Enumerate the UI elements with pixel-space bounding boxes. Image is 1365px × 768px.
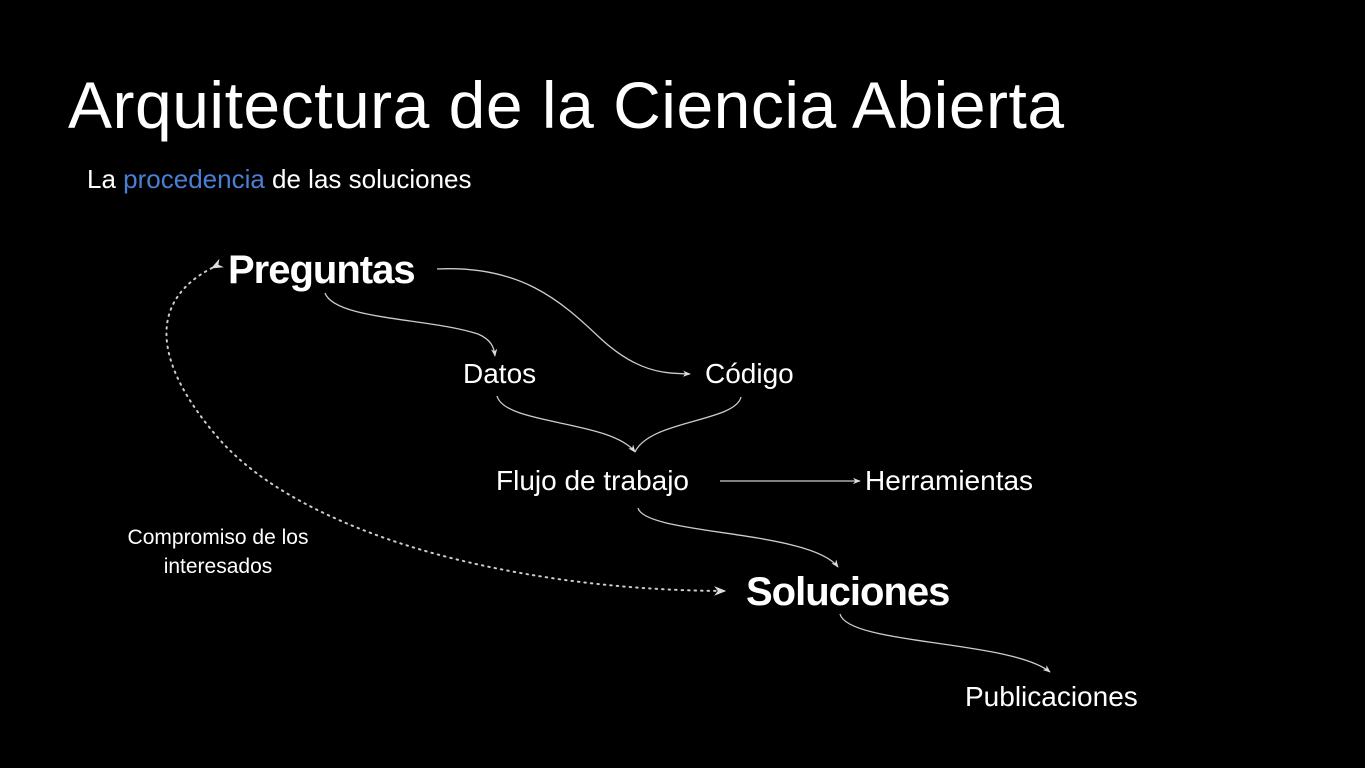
arrow-flujo-soluciones (637, 507, 839, 568)
feedback-label-line2: interesados (163, 555, 273, 578)
arrow-codigo-flujo (634, 396, 742, 453)
slide-title: Arquitectura de la Ciencia Abierta (68, 68, 1065, 142)
node-preguntas: Preguntas (228, 248, 416, 292)
subtitle-highlight: procedencia (123, 164, 265, 194)
arrow-datos-flujo (496, 395, 636, 453)
node-flujo-de-trabajo: Flujo de trabajo (496, 465, 690, 496)
arrow-soluciones-publicaciones (839, 613, 1051, 673)
subtitle-suffix: de las soluciones (264, 164, 472, 194)
feedback-label: Compromiso de los interesados (100, 523, 336, 581)
feedback-label-line1: Compromiso de los (127, 526, 309, 549)
arrow-preguntas-datos (324, 292, 498, 357)
node-publicaciones: Publicaciones (965, 681, 1138, 712)
feedback-dotted-arrow (165, 258, 727, 596)
node-herramientas: Herramientas (865, 465, 1034, 496)
node-datos: Datos (463, 358, 537, 389)
slide-subtitle: La procedencia de las soluciones (87, 166, 472, 192)
node-codigo: Código (705, 358, 794, 389)
subtitle-prefix: La (87, 164, 124, 194)
node-soluciones: Soluciones (746, 570, 950, 614)
